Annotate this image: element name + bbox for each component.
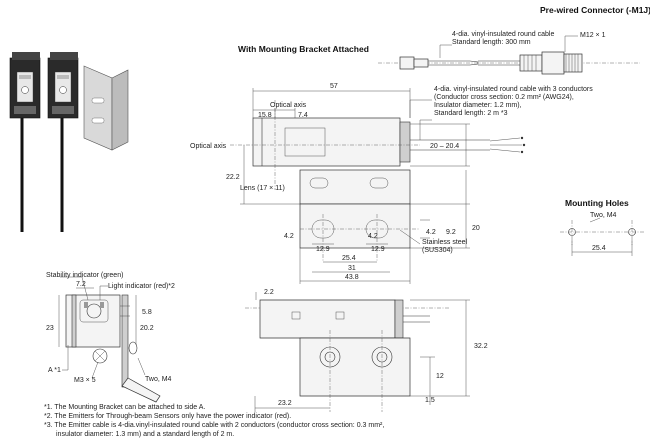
dim-7-4: 7.4 bbox=[298, 112, 308, 119]
label-optical-axis-left: Optical axis bbox=[190, 143, 227, 150]
dim-12-9-a: 12.9 bbox=[316, 246, 330, 253]
dim-15-8: 15.8 bbox=[258, 112, 272, 119]
dim-31: 31 bbox=[348, 265, 356, 272]
dim-side-20-2: 20.2 bbox=[140, 325, 154, 332]
label-optical-axis-top: Optical axis bbox=[270, 102, 307, 109]
bottom-view bbox=[245, 292, 470, 412]
label-m3: M3 × 5 bbox=[74, 377, 96, 384]
top-view bbox=[230, 88, 526, 284]
label-two-m4-side: Two, M4 bbox=[145, 376, 172, 383]
dim-bottom-12: 12 bbox=[436, 373, 444, 380]
label-m12: M12 × 1 bbox=[580, 32, 606, 39]
connector-drawing bbox=[378, 35, 640, 75]
dim-9-2: 9.2 bbox=[446, 229, 456, 236]
note-1: *1. The Mounting Bracket can be attached… bbox=[44, 404, 205, 411]
dim-22-2: 22.2 bbox=[226, 174, 240, 181]
dim-bottom-23-2: 23.2 bbox=[278, 400, 292, 407]
label-conductor: (Conductor cross section: 0.2 mm² (AWG24… bbox=[434, 94, 574, 101]
dim-4-2-c: 4.2 bbox=[368, 233, 378, 240]
dim-bottom-1-5: 1.5 bbox=[425, 397, 435, 404]
label-stainless-1: Stainless steel bbox=[422, 239, 468, 246]
label-cable-3c: 4-dia. vinyl-insulated round cable with … bbox=[434, 86, 593, 93]
dim-side-23: 23 bbox=[46, 325, 54, 332]
dim-20-20-4: 20 – 20.4 bbox=[430, 143, 459, 150]
label-stainless-2: (SUS304) bbox=[422, 247, 453, 254]
dim-mh-25-4: 25.4 bbox=[592, 245, 606, 252]
dim-bottom-2-2: 2.2 bbox=[264, 289, 274, 296]
label-cable-m1j: 4-dia. vinyl-insulated round cable bbox=[452, 31, 554, 38]
dim-57: 57 bbox=[330, 83, 338, 90]
title-mounting-holes: Mounting Holes bbox=[565, 198, 629, 208]
label-insulator: Insulator diameter: 1.2 mm), bbox=[434, 102, 522, 109]
label-std-2m: Standard length: 2 m *3 bbox=[434, 110, 508, 117]
dim-4-2-b: 4.2 bbox=[284, 233, 294, 240]
dim-side-5-8: 5.8 bbox=[142, 309, 152, 316]
note-2: *2. The Emitters for Through-beam Sensor… bbox=[44, 413, 291, 420]
label-light: Light indicator (red)*2 bbox=[108, 283, 175, 290]
side-view bbox=[58, 276, 161, 403]
label-lens: Lens (17 × 11) bbox=[240, 185, 285, 192]
dim-43-8: 43.8 bbox=[345, 274, 359, 281]
dim-bottom-32-2: 32.2 bbox=[474, 343, 488, 350]
note-3: *3. The Emitter cable is 4-dia.vinyl-ins… bbox=[44, 422, 384, 429]
title-prewired: Pre-wired Connector (-M1J) bbox=[540, 5, 650, 15]
label-two-m4-holes: Two, M4 bbox=[590, 212, 617, 219]
dim-12-9-b: 12.9 bbox=[371, 246, 385, 253]
dim-side-7-2: 7.2 bbox=[76, 281, 86, 288]
note-3-cont: insulator diameter: 1.3 mm) and a standa… bbox=[56, 431, 234, 438]
dim-20: 20 bbox=[472, 225, 480, 232]
dim-25-4: 25.4 bbox=[342, 255, 356, 262]
label-stability: Stability indicator (green) bbox=[46, 272, 123, 279]
mounting-holes-drawing bbox=[560, 217, 645, 256]
product-photo bbox=[9, 52, 129, 232]
label-std-300: Standard length: 300 mm bbox=[452, 39, 531, 46]
label-a-mark: A *1 bbox=[48, 367, 61, 374]
dim-4-2-a: 4.2 bbox=[426, 229, 436, 236]
title-bracket: With Mounting Bracket Attached bbox=[238, 44, 369, 54]
